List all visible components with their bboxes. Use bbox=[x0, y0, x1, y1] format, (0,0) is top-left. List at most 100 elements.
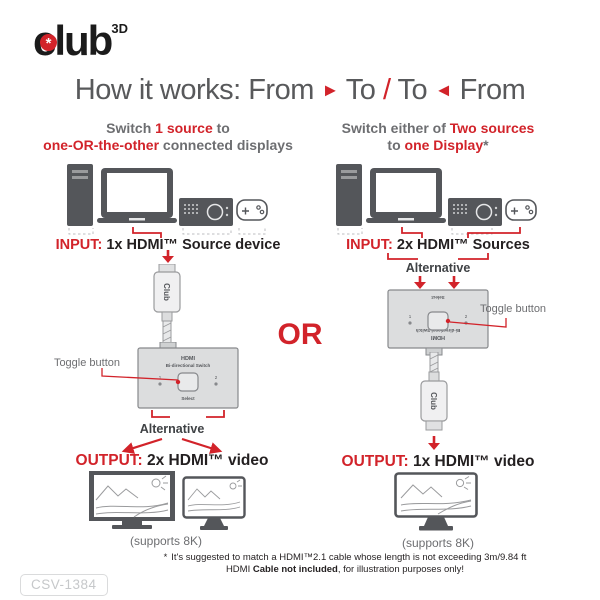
switch-subtitle: Bi-directional Switch bbox=[166, 363, 211, 368]
left-header-gray1: Switch bbox=[106, 120, 156, 136]
game-controller-icon bbox=[505, 199, 537, 221]
right-input-value: 2x HDMI™ Sources bbox=[392, 237, 530, 253]
logo-superscript: 3D bbox=[111, 21, 128, 36]
cable-brand-text: Club bbox=[162, 283, 171, 301]
logo-asterisk-icon: * bbox=[40, 34, 57, 52]
dashed-bracket bbox=[337, 228, 363, 235]
arrow-left-icon: ◄ bbox=[434, 80, 453, 100]
page-title: How it works: From ► To / To ◄ From bbox=[0, 74, 600, 107]
left-input-line: INPUT: 1x HDMI™ Source device bbox=[18, 237, 318, 253]
red-bracket-laptop bbox=[132, 227, 162, 238]
product-code-badge: CSV-1384 bbox=[20, 574, 108, 596]
desktop-tower-icon bbox=[336, 164, 362, 226]
laptop-icon bbox=[97, 168, 177, 223]
landscape-art bbox=[187, 479, 242, 512]
cable-brand-text: Club bbox=[429, 392, 438, 410]
port-2-label: 2 bbox=[215, 375, 218, 380]
red-bracket-gamepad bbox=[467, 227, 521, 238]
desktop-tower-icon bbox=[67, 164, 93, 226]
left-header-gray3: connected displays bbox=[159, 137, 293, 153]
dashed-bracket bbox=[68, 228, 94, 235]
title-slash: / bbox=[382, 74, 391, 106]
monitor-icon bbox=[182, 476, 246, 530]
switch-title: HDMI bbox=[181, 356, 196, 362]
right-output-label: OUTPUT: bbox=[341, 453, 409, 470]
dashed-bracket bbox=[238, 228, 266, 235]
footnote-line2-suffix: , for illustration purposes only! bbox=[337, 564, 465, 575]
left-output-label: OUTPUT: bbox=[75, 452, 143, 469]
left-input-label: INPUT: bbox=[55, 237, 103, 253]
port-1-led bbox=[158, 382, 162, 386]
hdmi-switch-box-icon: HDMI Bi-directional Switch Select 1 2 bbox=[137, 342, 239, 409]
landscape-art bbox=[400, 476, 472, 515]
pointer-dot bbox=[445, 318, 451, 324]
left-output-value: 2x HDMI™ video bbox=[142, 452, 269, 469]
left-header-gray2: to bbox=[212, 120, 230, 136]
footnote: *It's suggested to match a HDMI™2.1 cabl… bbox=[135, 552, 555, 576]
port-1-led bbox=[408, 321, 412, 325]
dashed-bracket bbox=[451, 228, 493, 235]
monitor-icon bbox=[394, 472, 478, 531]
right-header-red1: Two sources bbox=[449, 120, 535, 136]
red-bracket-laptop bbox=[401, 227, 423, 238]
title-text-1: How it works: From bbox=[74, 74, 322, 106]
select-label: Select bbox=[181, 396, 195, 401]
arrow-right-icon: ► bbox=[321, 80, 339, 100]
media-player-icon bbox=[448, 198, 502, 226]
left-alternative-label: Alternative bbox=[139, 422, 205, 436]
hdmi-cable-icon: Club bbox=[420, 352, 448, 431]
left-device-connectors bbox=[68, 227, 266, 238]
laptop-icon bbox=[366, 168, 446, 223]
switch-title: HDMI bbox=[431, 334, 446, 340]
left-header-red1: 1 source bbox=[155, 120, 213, 136]
right-column-header: Switch either of Two sources to one Disp… bbox=[288, 120, 588, 154]
right-output-line: OUTPUT: 1x HDMI™ video bbox=[288, 453, 588, 471]
left-alternative-arrows bbox=[121, 438, 223, 454]
select-button[interactable] bbox=[427, 311, 449, 331]
select-label: Select bbox=[431, 295, 445, 300]
right-device-connectors bbox=[337, 227, 521, 238]
or-label: OR bbox=[277, 318, 323, 351]
right-toggle-button-label: Toggle button bbox=[480, 303, 547, 315]
footnote-line1: It's suggested to match a HDMI™2.1 cable… bbox=[171, 552, 527, 563]
left-output-brackets bbox=[151, 410, 225, 418]
media-player-icon bbox=[179, 198, 233, 226]
tv-icon bbox=[89, 471, 175, 529]
right-output-value: 1x HDMI™ video bbox=[408, 453, 535, 470]
right-header-gray2: to bbox=[387, 137, 405, 153]
port-1-label: 1 bbox=[409, 314, 412, 319]
right-alternative-label: Alternative bbox=[405, 261, 471, 275]
port-2-label: 2 bbox=[465, 314, 468, 319]
right-down-arrow-icon bbox=[428, 436, 440, 450]
left-source-devices bbox=[67, 164, 268, 226]
left-down-arrow-icon bbox=[162, 250, 174, 263]
dashed-bracket bbox=[182, 228, 232, 235]
right-supports-caption: (supports 8K) bbox=[401, 536, 475, 550]
right-header-gray1: Switch either of bbox=[341, 120, 450, 136]
left-toggle-button-label: Toggle button bbox=[53, 357, 120, 369]
right-source-devices bbox=[336, 164, 537, 226]
right-header-asterisk: * bbox=[483, 137, 489, 153]
left-toggle-pointer-line bbox=[101, 368, 179, 381]
landscape-art bbox=[95, 475, 169, 518]
left-column-header: Switch 1 source to one-OR-the-other conn… bbox=[18, 120, 318, 154]
footnote-line2-prefix: HDMI bbox=[225, 564, 253, 575]
left-header-red2: one-OR-the-other bbox=[43, 137, 160, 153]
footnote-asterisk: * bbox=[163, 552, 168, 563]
right-input-brackets bbox=[387, 253, 489, 260]
port-2-led bbox=[214, 382, 218, 386]
pointer-dot bbox=[175, 379, 181, 385]
footnote-line2-bold: Cable not included bbox=[252, 564, 338, 575]
title-text-3: To bbox=[390, 74, 435, 106]
select-button[interactable] bbox=[177, 372, 199, 392]
title-text-2: To bbox=[338, 74, 383, 106]
right-header-red2: one Display bbox=[404, 137, 484, 153]
right-input-label: INPUT: bbox=[346, 237, 393, 253]
right-alternative-arrows bbox=[414, 276, 460, 289]
right-toggle-pointer-line bbox=[449, 318, 507, 328]
port-1-label: 1 bbox=[159, 375, 162, 380]
left-input-value: 1x HDMI™ Source device bbox=[102, 237, 281, 253]
right-input-line: INPUT: 2x HDMI™ Sources bbox=[288, 237, 588, 253]
hdmi-switch-box-icon: HDMI Bi-directional Switch Select 1 2 bbox=[387, 289, 489, 356]
